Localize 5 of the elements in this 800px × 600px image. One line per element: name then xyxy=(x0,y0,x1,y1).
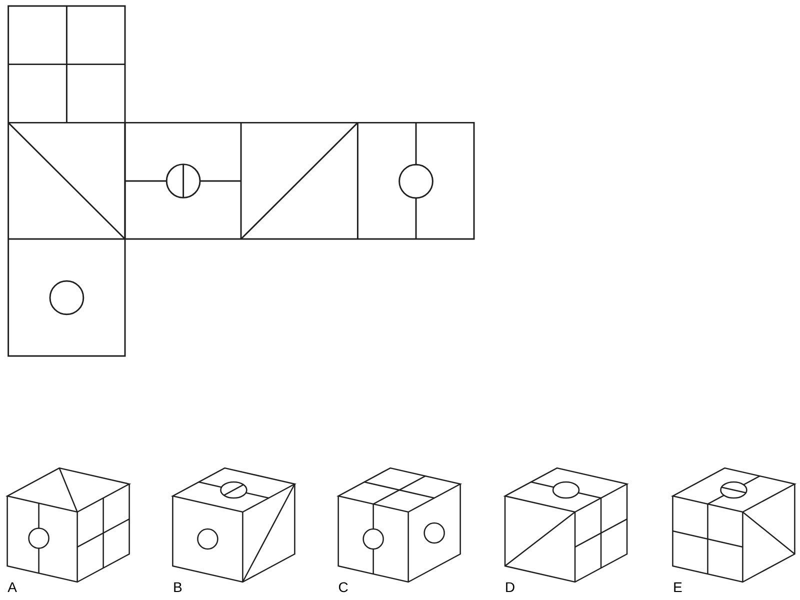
option-letter: B xyxy=(174,582,182,592)
option-letter: C xyxy=(338,582,348,592)
option-letter: D xyxy=(506,582,514,592)
option-letter: A xyxy=(8,582,17,592)
option-letter: E xyxy=(674,582,682,592)
